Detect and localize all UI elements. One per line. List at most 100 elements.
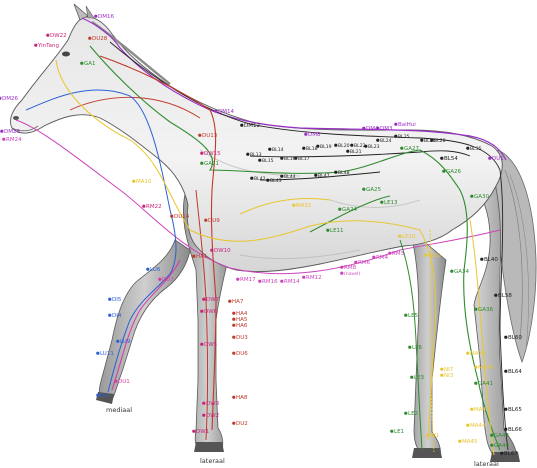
- label-le11: LE11: [330, 228, 344, 234]
- acupoint-dot: [280, 157, 283, 160]
- label-ma10: MA10: [136, 179, 152, 185]
- acupoint-dot: [390, 430, 393, 433]
- label-bl40: BL40: [484, 257, 498, 263]
- acupoint-dot: [304, 133, 307, 136]
- label-bl67: BL67: [504, 451, 518, 457]
- label-dm14: DM14: [218, 109, 234, 115]
- horse-hoof: [194, 442, 224, 452]
- label-du1: DU1: [492, 156, 504, 162]
- label-dw22: DW22: [50, 33, 67, 39]
- label-bl42: BL42: [254, 176, 266, 182]
- acupoint-dot: [132, 180, 135, 183]
- acupoint-dot: [204, 219, 207, 222]
- acupoint-dot: [258, 280, 261, 283]
- acupoint-dot: [198, 134, 201, 137]
- label-dw15: DW15: [204, 151, 221, 157]
- acupoint-dot: [426, 434, 429, 437]
- acupoint-dot: [158, 278, 161, 281]
- label-le10: LE10: [402, 234, 416, 240]
- label-lu6: LU6: [150, 267, 161, 273]
- acupoint-dot: [480, 258, 483, 261]
- label-ni3: NI3: [444, 373, 454, 379]
- acupoint-dot: [232, 422, 235, 425]
- label-ma31: MA31: [296, 203, 312, 209]
- label-dm26b: DM26: [4, 129, 20, 135]
- caption-medial-front: mediaal: [106, 406, 132, 414]
- acupoint-dot: [408, 346, 411, 349]
- acupoint-dot: [490, 444, 493, 447]
- label-rm16: RM16: [262, 279, 278, 285]
- label-ga44: GA44: [494, 443, 510, 449]
- horse-eye: [62, 52, 70, 57]
- label-di5: DI5: [112, 297, 122, 303]
- label-ma43: MA43: [474, 407, 490, 413]
- label-ha1: HA1: [196, 254, 207, 260]
- label-lu9: LU9: [120, 339, 131, 345]
- acupoint-dot: [232, 318, 235, 321]
- acupoint-dot: [240, 124, 243, 127]
- acupoint-dot: [280, 280, 283, 283]
- acupoint-dot: [466, 147, 469, 150]
- label-lu11: LU11: [100, 351, 114, 357]
- label-du2: DU2: [236, 421, 248, 427]
- acupoint-dot: [504, 370, 507, 373]
- acupoint-dot: [302, 147, 305, 150]
- acupoint-dot: [440, 368, 443, 371]
- label-bl17: BL17: [298, 156, 310, 162]
- acupoint-dot: [228, 300, 231, 303]
- label-ma45: MA45: [462, 439, 478, 445]
- label-bl60: BL60: [508, 335, 522, 341]
- acupoint-dot: [474, 308, 477, 311]
- label-ga43: GA43: [494, 433, 510, 439]
- label-rm3: RM3: [392, 251, 405, 257]
- label-ma36: MA36: [470, 351, 486, 357]
- label-dm4: DM4: [366, 126, 379, 132]
- label-bl44: BL44: [284, 174, 296, 180]
- label-rm12: RM12: [306, 275, 322, 281]
- label-bl25: BL25: [398, 134, 410, 140]
- acupoint-dot: [210, 249, 213, 252]
- label-bl22: BL22: [354, 143, 366, 149]
- acupoint-dot: [94, 15, 97, 18]
- horse-raised-foreleg: [99, 240, 190, 400]
- acupoint-dot: [372, 256, 375, 259]
- acupoint-dot: [114, 380, 117, 383]
- label-le1: LE1: [394, 429, 404, 435]
- acupoint-dot: [334, 171, 337, 174]
- label-du13: DU13: [202, 133, 218, 139]
- label-bl14: BL14: [272, 147, 284, 153]
- acupoint-dot: [232, 336, 235, 339]
- horse-hoof: [412, 448, 442, 458]
- acupoint-dot: [34, 44, 37, 47]
- acupoint-dot: [488, 157, 491, 160]
- acupoint-dot: [404, 314, 407, 317]
- label-dw7: DW7: [206, 297, 220, 303]
- label-ga21: GA21: [204, 161, 219, 167]
- label-du6: DU6: [236, 351, 248, 357]
- acupoint-dot: [394, 123, 397, 126]
- label-rm4: RM4: [376, 255, 389, 261]
- label-ga27: GA27: [404, 146, 420, 152]
- acupoint-dot: [504, 408, 507, 411]
- label-bl47: BL47: [318, 173, 330, 179]
- label-bl16: BL16: [284, 156, 296, 162]
- acupoint-dot: [398, 235, 401, 238]
- label-bl65: BL65: [508, 407, 522, 413]
- acupoint-dot: [202, 298, 205, 301]
- label-dw1: DW1: [196, 429, 209, 435]
- label-bl24: BL24: [380, 138, 392, 144]
- label-dm8: DM8: [308, 132, 321, 138]
- acupoint-dot: [376, 139, 379, 142]
- acupoint-dot: [470, 195, 473, 198]
- acupoint-dot: [314, 174, 317, 177]
- caption-lateral-front: lateraal: [200, 457, 225, 465]
- acupoint-dot: [494, 294, 497, 297]
- label-navel: (navel): [344, 271, 360, 277]
- acupoint-dot: [410, 376, 413, 379]
- acupoint-dot: [394, 135, 397, 138]
- acupoint-dot: [346, 150, 349, 153]
- acupoint-dot: [400, 147, 403, 150]
- acupoint-dot: [96, 394, 99, 397]
- acupoint-dot: [354, 261, 357, 264]
